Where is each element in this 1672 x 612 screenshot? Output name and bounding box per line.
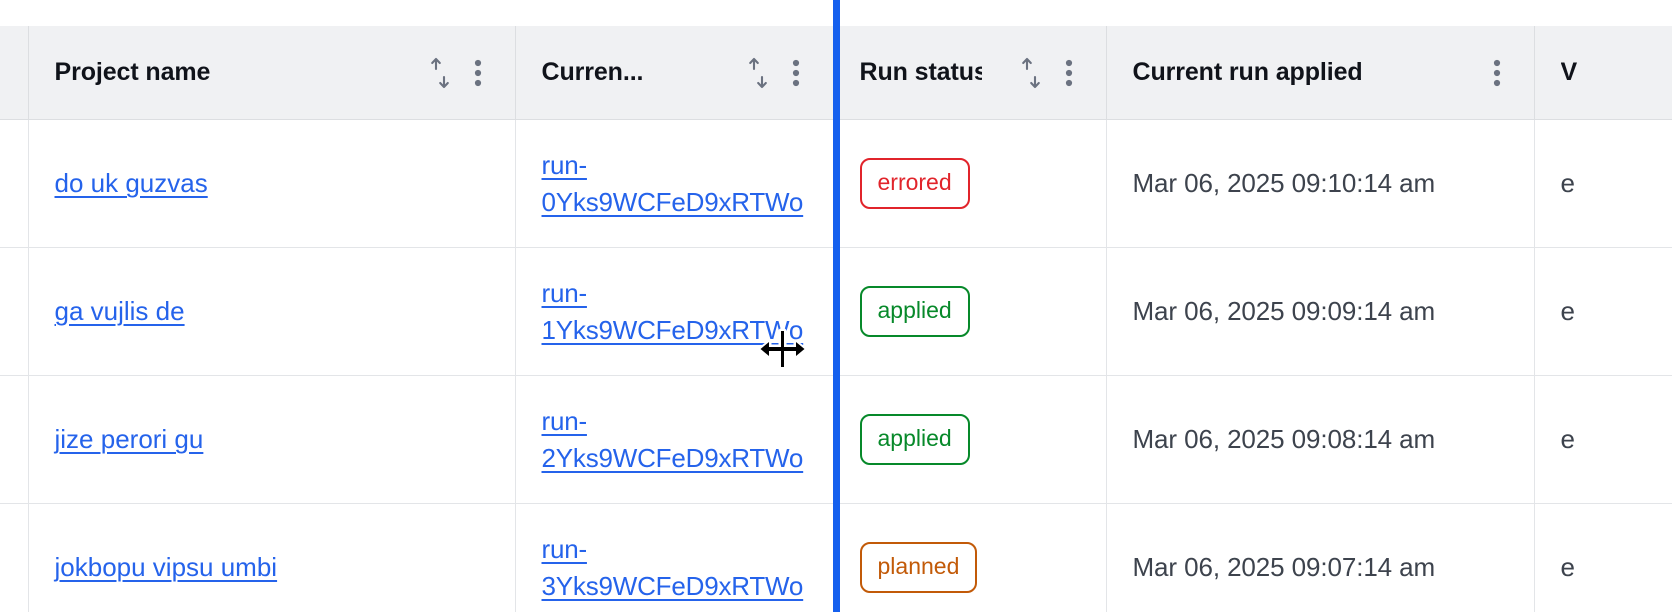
project-name-link[interactable]: ga vujlis de <box>54 296 185 327</box>
table-body: do uk guzvas run-0Yks9WCFeD9xRTWo errore… <box>0 119 1672 612</box>
cell-next-partial: e <box>1534 119 1672 248</box>
table-row: jokbopu vipsu umbi run-3Yks9WCFeD9xRTWo … <box>0 503 1672 612</box>
cell-current-run-applied: Mar 06, 2025 09:08:14 am <box>1106 375 1535 504</box>
row-gutter <box>0 503 29 612</box>
next-partial-text: e <box>1560 296 1575 326</box>
status-badge: applied <box>859 286 970 337</box>
sort-icon[interactable] <box>423 53 457 93</box>
cell-project-name: jize perori gu <box>28 375 516 504</box>
column-header-current-run-applied[interactable]: Current run applied <box>1106 26 1535 120</box>
status-badge: applied <box>859 414 970 465</box>
next-partial-text: e <box>1560 168 1575 198</box>
cell-current-run-applied: Mar 06, 2025 09:07:14 am <box>1106 503 1535 612</box>
column-menu-icon[interactable] <box>783 53 809 93</box>
cell-run-status: applied <box>833 247 1107 376</box>
column-header-gutter <box>0 26 29 120</box>
header-row: Project name <box>0 26 1672 120</box>
row-gutter <box>0 247 29 376</box>
cell-next-partial: e <box>1534 503 1672 612</box>
cell-project-name: jokbopu vipsu umbi <box>28 503 516 612</box>
cell-current-run: run-3Yks9WCFeD9xRTWo <box>515 503 834 612</box>
column-menu-icon[interactable] <box>1484 53 1510 93</box>
current-run-applied-text: Mar 06, 2025 09:10:14 am <box>1132 168 1436 198</box>
current-run-applied-text: Mar 06, 2025 09:09:14 am <box>1132 296 1436 326</box>
current-run-applied-text: Mar 06, 2025 09:08:14 am <box>1132 424 1436 454</box>
current-run-link[interactable]: run-2Yks9WCFeD9xRTWo <box>541 405 804 473</box>
project-name-link[interactable]: jokbopu vipsu umbi <box>54 552 278 583</box>
table-row: do uk guzvas run-0Yks9WCFeD9xRTWo errore… <box>0 119 1672 248</box>
table-row: jize perori gu run-2Yks9WCFeD9xRTWo appl… <box>0 375 1672 504</box>
cell-project-name: do uk guzvas <box>28 119 516 248</box>
cell-current-run: run-1Yks9WCFeD9xRTWo <box>515 247 834 376</box>
cell-current-run-applied: Mar 06, 2025 09:09:14 am <box>1106 247 1535 376</box>
cell-next-partial: e <box>1534 247 1672 376</box>
column-header-label-current-run: Curren... <box>541 58 644 86</box>
table-row: ga vujlis de run-1Yks9WCFeD9xRTWo applie… <box>0 247 1672 376</box>
table-header: Project name <box>0 26 1672 120</box>
column-header-label-run-status: Run status <box>859 58 982 86</box>
row-gutter <box>0 375 29 504</box>
cell-next-partial: e <box>1534 375 1672 504</box>
column-header-current-run[interactable]: Curren... <box>515 26 834 120</box>
next-partial-text: e <box>1560 424 1575 454</box>
cell-project-name: ga vujlis de <box>28 247 516 376</box>
column-header-run-status[interactable]: Run status <box>833 26 1107 120</box>
current-run-link[interactable]: run-3Yks9WCFeD9xRTWo <box>541 533 804 601</box>
column-header-label-next-partial: V <box>1560 58 1578 86</box>
cell-current-run: run-2Yks9WCFeD9xRTWo <box>515 375 834 504</box>
status-badge: planned <box>859 542 978 593</box>
column-header-label-project-name: Project name <box>54 58 211 86</box>
cell-run-status: applied <box>833 375 1107 504</box>
status-badge: errored <box>859 158 970 209</box>
cell-current-run: run-0Yks9WCFeD9xRTWo <box>515 119 834 248</box>
row-gutter <box>0 119 29 248</box>
current-run-link[interactable]: run-1Yks9WCFeD9xRTWo <box>541 277 804 345</box>
cell-current-run-applied: Mar 06, 2025 09:10:14 am <box>1106 119 1535 248</box>
next-partial-text: e <box>1560 552 1575 582</box>
column-menu-icon[interactable] <box>1056 53 1082 93</box>
projects-table: Project name <box>0 26 1672 612</box>
sort-icon[interactable] <box>1014 53 1048 93</box>
sort-icon[interactable] <box>741 53 775 93</box>
cell-run-status: errored <box>833 119 1107 248</box>
column-header-next-partial[interactable]: V <box>1534 26 1672 120</box>
column-header-label-current-run-applied: Current run applied <box>1132 58 1363 86</box>
column-menu-icon[interactable] <box>465 53 491 93</box>
column-header-project-name[interactable]: Project name <box>28 26 516 120</box>
project-name-link[interactable]: jize perori gu <box>54 424 204 455</box>
current-run-applied-text: Mar 06, 2025 09:07:14 am <box>1132 552 1436 582</box>
project-name-link[interactable]: do uk guzvas <box>54 168 208 199</box>
current-run-link[interactable]: run-0Yks9WCFeD9xRTWo <box>541 149 804 217</box>
cell-run-status: planned <box>833 503 1107 612</box>
